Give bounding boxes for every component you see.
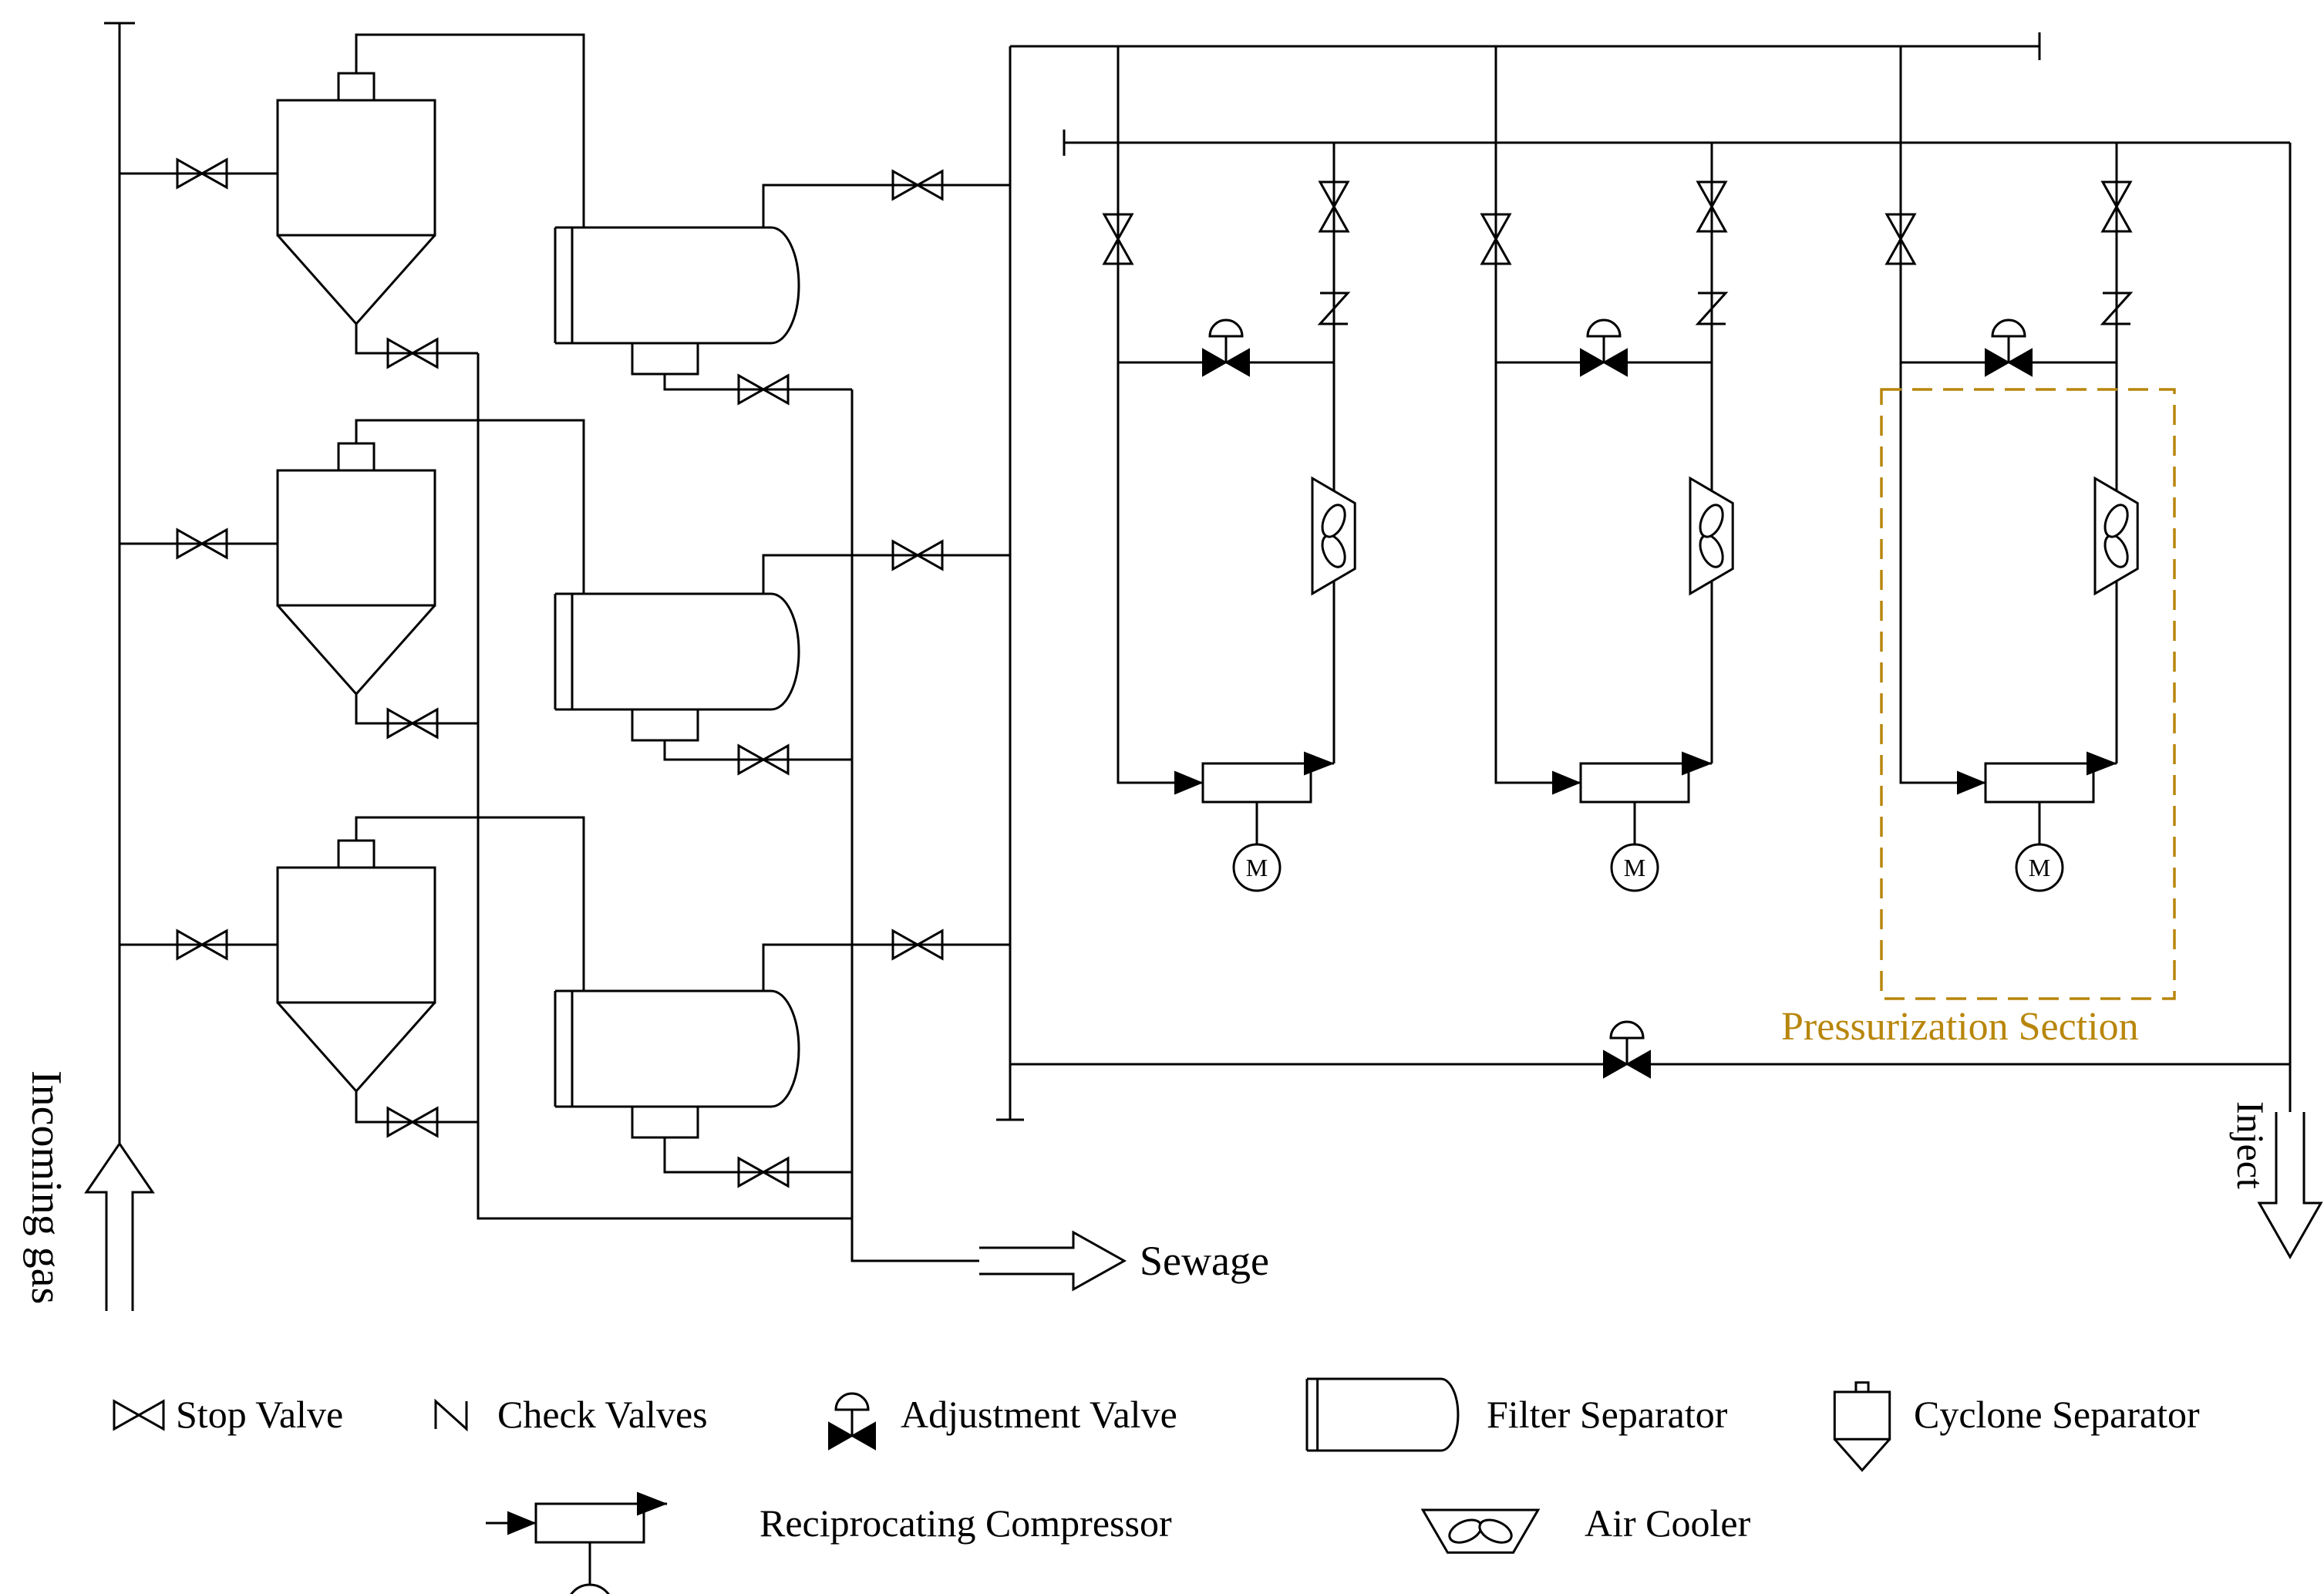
inject-arrow: [2259, 1112, 2321, 1257]
legend-adjustment-valve-label: Adjustment Valve: [901, 1393, 1177, 1436]
pipe-suction-header: [996, 32, 2039, 1120]
pressurization-section-label: Pressurization Section: [1781, 1005, 2139, 1049]
piping: [104, 23, 2290, 1261]
legend-filter-separator-label: Filter Separator: [1487, 1393, 1728, 1436]
air-cooler-3-icon: [2093, 477, 2139, 595]
pipe-cyclone-overheads: [356, 35, 584, 991]
incoming-gas-arrow: [86, 1144, 153, 1311]
pipe-incoming-branches: [120, 174, 278, 945]
filter-separator-3-icon: [554, 989, 800, 1108]
compressor-3-icon: [1934, 751, 2118, 892]
pipe-cyclone-drains: [356, 324, 852, 1218]
compressor-2-icon: [1529, 751, 1713, 892]
legend-check-valve-icon: [434, 1400, 468, 1431]
pressurization-section-box: [1881, 389, 2174, 999]
cyclone-separator-2-icon: [276, 442, 436, 696]
adjustment-valve-bypass-2-icon: [1579, 318, 1628, 377]
cyclone-separator-3-icon: [276, 839, 436, 1093]
adjustment-valve-recycle-icon: [1602, 1020, 1652, 1079]
pipe-discharge-header: [1064, 130, 2290, 1112]
legend-stop-valve-label: Stop Valve: [176, 1393, 343, 1436]
legend-cyclone-separator-icon: [1834, 1382, 1891, 1471]
motor-label-3: M: [2029, 854, 2050, 881]
air-cooler-2-icon: [1689, 477, 1734, 595]
pipe-train-2: [1496, 46, 1712, 783]
legend-cyclone-separator-label: Cyclone Separator: [1914, 1393, 2200, 1436]
pipe-train-1: [1118, 46, 1334, 783]
legend-check-valves-label: Check Valves: [497, 1393, 708, 1436]
sewage-label: Sewage: [1140, 1238, 1269, 1284]
filter-separator-2-icon: [554, 592, 800, 711]
legend-compressor-icon: [484, 1491, 669, 1594]
adjustment-valve-bypass-3-icon: [1984, 318, 2033, 377]
cyclone-separator-1-icon: [276, 72, 436, 325]
filter-separator-1-icon: [554, 226, 800, 345]
pipe-train-3: [1901, 46, 2117, 783]
legend: Stop Valve Check Valves Adjustment Valve…: [113, 1378, 2200, 1594]
sewage-arrow: [979, 1232, 1124, 1289]
legend-stop-valve-icon: [113, 1400, 165, 1431]
filter-nozzle-3: [632, 1107, 698, 1137]
legend-air-cooler-label: Air Cooler: [1585, 1501, 1751, 1545]
inject-label: Inject: [2229, 1101, 2272, 1189]
legend-air-cooler-icon: [1421, 1508, 1540, 1554]
air-cooler-1-icon: [1311, 477, 1356, 595]
pipe-filter-outlets: [763, 185, 1010, 991]
filter-nozzle-1: [632, 343, 698, 374]
filter-nozzle-2: [632, 709, 698, 740]
motor-label-1: M: [1246, 854, 1268, 881]
adjustment-valve-bypass-1-icon: [1201, 318, 1251, 377]
pipe-filter-drains-sewage: [665, 374, 979, 1261]
pipe-incoming-main: [104, 23, 135, 1145]
legend-compressor-label: Reciprocating Compressor: [760, 1501, 1172, 1545]
legend-adjustment-valve-icon: [827, 1392, 877, 1451]
compressor-1-icon: [1151, 751, 1335, 892]
legend-filter-separator-icon: [1306, 1378, 1459, 1451]
motor-label-2: M: [1624, 854, 1645, 881]
incoming-gas-label: Incoming gas: [22, 1070, 70, 1304]
